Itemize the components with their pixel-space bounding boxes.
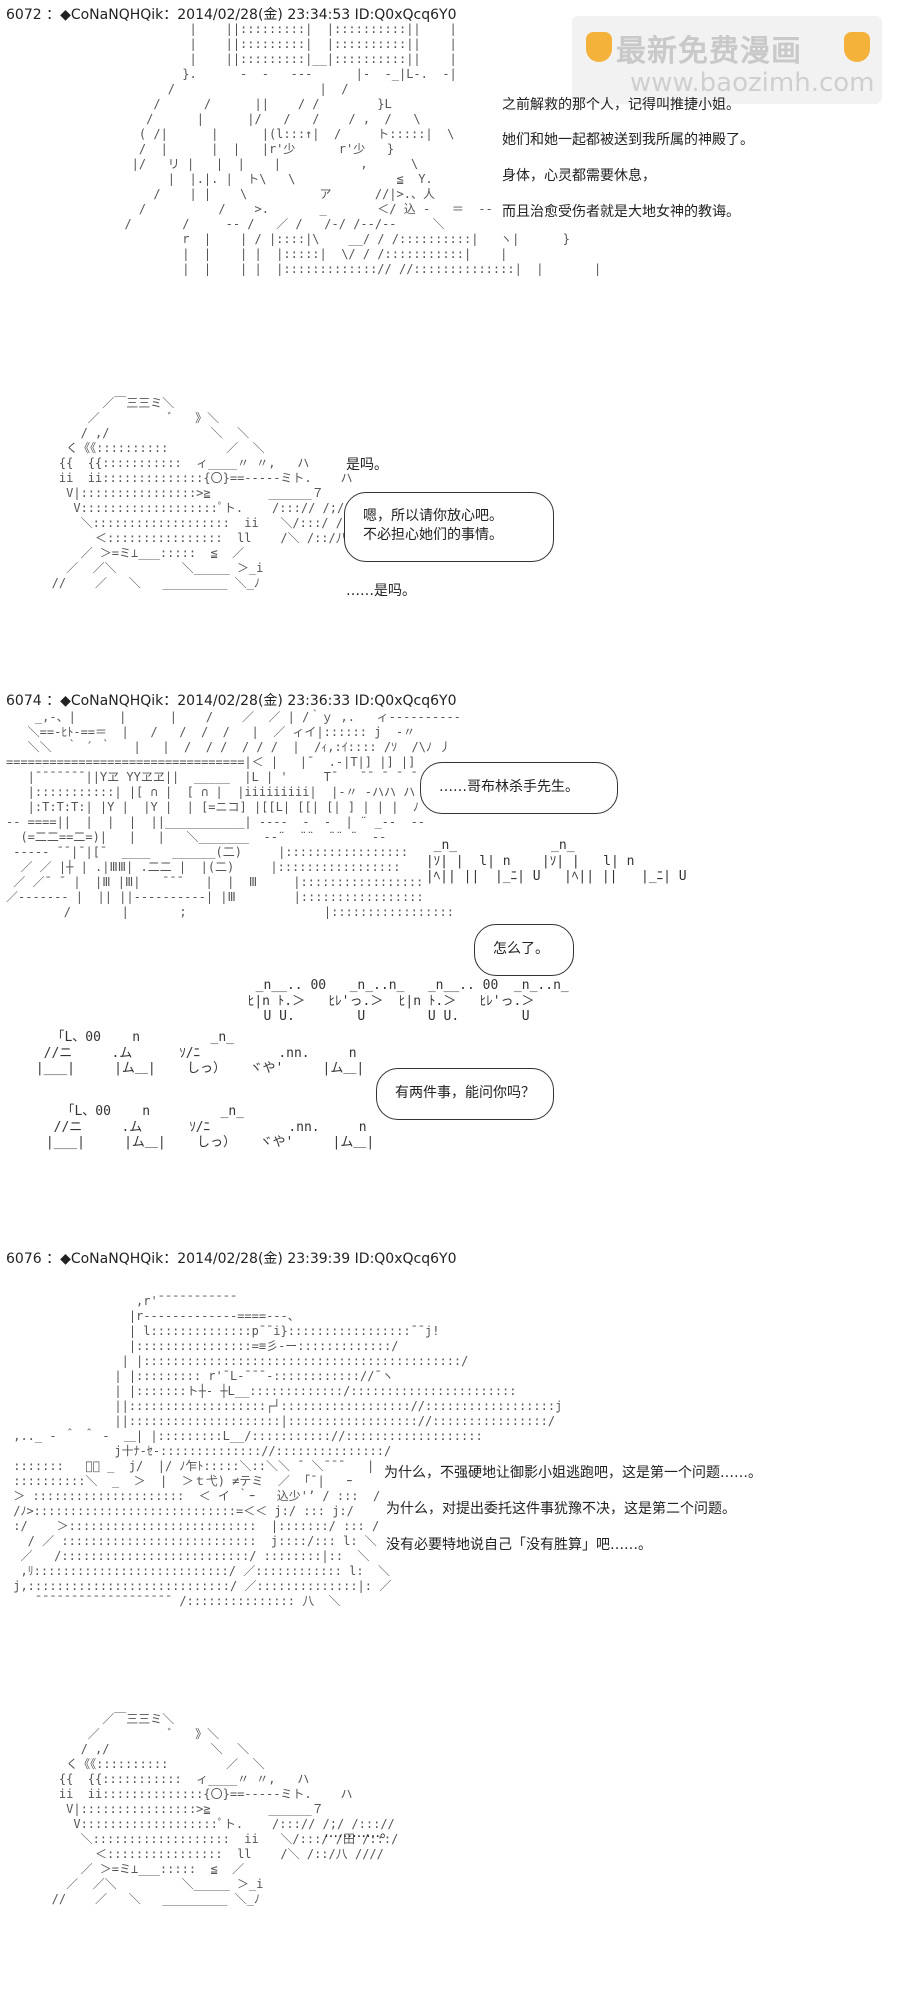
sound-effect: _n_ _n_ |ｿ| | l| n |ｿ| | l| n |ﾍ|| || |_… xyxy=(425,838,687,885)
narration-line: 为什么，对提出委托这件事犹豫不决，这是第二个问题。 xyxy=(386,1501,736,1517)
speech-bubble: ……哥布林杀手先生。 xyxy=(420,762,618,814)
bubble-line: 不必担心她们的事情。 xyxy=(363,526,503,543)
watermark-title: 最新免费漫画 xyxy=(616,34,802,69)
narration-line: 她们和她一起都被送到我所属的神殿了。 xyxy=(502,132,754,148)
sound-effect: 「L、00 n _n_ //ニ .ム ｿ/ﾆ .nn. n |___| |ム＿|… xyxy=(35,1030,365,1077)
ascii-art-guild-interior: _,-、| | | / ／ ／ | /｀ｙ ,. ィ‐‐‐‐‐‐‐‐‐‐ ＼==… xyxy=(6,710,461,919)
post-header: 6076 ：◆CoNaNQHQik：2014/02/28(金) 23:39:39… xyxy=(6,1251,457,1267)
ascii-art-goblin-slayer: ／￣三三ミ＼ ／ ﾞ 》＼ / ,/ ＼ ＼ く《《:::::::::: ／ ＼… xyxy=(51,396,399,590)
bubble-line: 嗯，所以请你放心吧。 xyxy=(363,508,503,524)
speech-bubble: 怎么了。 xyxy=(474,924,574,976)
ascii-art-priestess: | ||:::::::::| |::::::::::|| | | ||:::::… xyxy=(124,22,602,276)
speech-bubble: 有两件事，能问你吗？ xyxy=(376,1068,554,1120)
pointing-hand-icon xyxy=(586,32,612,62)
speech-bubble: 嗯，所以请你放心吧。 不必担心她们的事情。 xyxy=(344,492,554,562)
narration-line: 身体，心灵都需要休息， xyxy=(502,168,656,184)
sound-effect: _n__.. 00 _n_..n_ _n__.. 00 _n_..n_ ﾋ|n … xyxy=(247,978,569,1025)
reply-text: 是吗。 xyxy=(346,457,388,473)
reply-text: ……是吗。 xyxy=(346,583,416,599)
ascii-art-goblin-slayer: ／￣三三ミ＼ ／ ﾞ 》＼ / ,/ ＼ ＼ く《《:::::::::: ／ ＼… xyxy=(51,1712,399,1906)
watermark-url: www.baozimh.com xyxy=(630,68,875,98)
pointing-hand-icon xyxy=(844,32,870,62)
sound-effect: 「L、00 n _n_ //ニ .ム ｿ/ﾆ .nn. n |___| |ム＿|… xyxy=(45,1104,375,1151)
post-header: 6074 ：◆CoNaNQHQik：2014/02/28(金) 23:36:33… xyxy=(6,693,457,709)
narration-line: 为什么，不强硬地让御影小姐逃跑吧，这是第一个问题……。 xyxy=(384,1465,762,1481)
post-header: 6072 ：◆CoNaNQHQik：2014/02/28(金) 23:34:53… xyxy=(6,7,457,23)
watermark: 最新免费漫画 www.baozimh.com xyxy=(572,16,882,104)
reply-text: …………。 xyxy=(324,1825,394,1841)
narration-line: 之前解救的那个人，记得叫推捷小姐。 xyxy=(502,97,740,113)
narration-line: 而且治愈受伤者就是大地女神的教诲。 xyxy=(502,204,740,220)
narration-line: 没有必要特地说自己「没有胜算」吧……。 xyxy=(386,1537,652,1553)
ascii-art-hooded-figure: ,r'¯¯¯¯¯¯¯¯¯¯¯ |r‐‐‐‐‐‐‐‐‐‐‐‐‐====‐‐‐、 |… xyxy=(13,1294,563,1608)
